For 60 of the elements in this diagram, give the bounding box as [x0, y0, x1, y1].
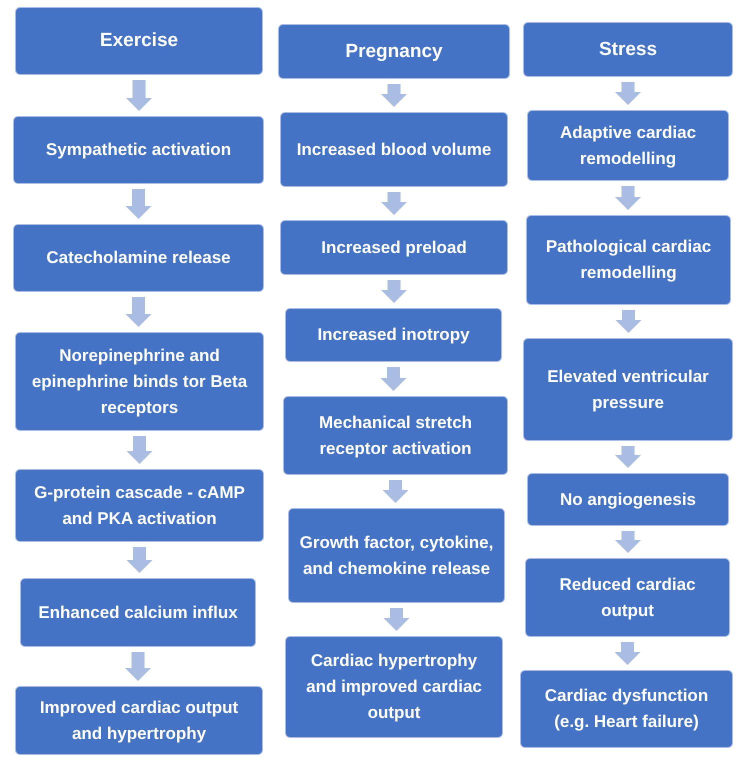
step-text: Growth factor, cytokine, and chemokine release	[298, 532, 494, 580]
arrow	[125, 652, 151, 681]
arrow	[615, 446, 641, 468]
header-box	[278, 24, 510, 79]
arrow	[126, 297, 152, 327]
step-text: Cardiac dysfunction (e.g. Heart failure)	[544, 685, 710, 733]
process-box	[285, 636, 503, 738]
process-box	[13, 224, 264, 292]
step-text: Mechanical stretch receptor activation	[318, 412, 474, 460]
step-text: Cardiac hypertrophy and improved cardiac output	[305, 650, 483, 724]
process-box	[15, 332, 264, 431]
step-text: G-protein cascade - cAMP and PKA activation	[33, 482, 246, 530]
arrow	[382, 480, 408, 503]
step-text: Increased inotropy	[317, 324, 470, 346]
arrow	[126, 189, 152, 219]
process-box	[20, 578, 256, 647]
arrow	[381, 84, 407, 107]
heading-text: Pregnancy	[345, 40, 443, 64]
arrow	[380, 367, 406, 391]
process-box	[15, 469, 264, 542]
arrow	[614, 642, 640, 665]
process-box	[526, 215, 731, 305]
process-box	[285, 308, 502, 362]
step-text: Pathological cardiac remodelling	[544, 236, 712, 284]
step-text: Increased blood volume	[296, 138, 492, 160]
process-box	[520, 670, 733, 748]
process-box	[288, 508, 505, 603]
process-box	[15, 686, 263, 755]
step-text: Increased preload	[321, 236, 467, 258]
process-box	[280, 220, 508, 275]
step-text: Reduced cardiac output	[558, 574, 697, 622]
step-text: Sympathetic activation	[46, 139, 232, 161]
step-text: Elevated ventricular pressure	[546, 366, 710, 414]
arrow	[384, 608, 410, 631]
process-box	[283, 396, 508, 475]
step-text: Norepinephrine and epinephrine binds tor Beta receptors	[30, 344, 248, 418]
arrow	[615, 186, 641, 210]
step-text: Adaptive cardiac remodelling	[558, 122, 698, 170]
process-box	[527, 473, 729, 526]
arrow	[615, 82, 641, 105]
header-box	[523, 22, 733, 77]
process-box	[527, 110, 729, 181]
arrow	[616, 310, 642, 333]
arrow	[381, 192, 407, 215]
step-text: Improved cardiac output and hypertrophy	[38, 696, 240, 744]
heading-text: Stress	[598, 38, 658, 62]
process-box	[525, 558, 730, 637]
arrow	[381, 280, 407, 303]
arrow	[126, 547, 152, 573]
process-box	[13, 116, 264, 184]
step-text: No angiogenesis	[560, 488, 696, 511]
heading-text: Exercise	[100, 29, 178, 53]
process-box	[280, 112, 508, 187]
arrow	[615, 531, 641, 553]
arrow	[126, 436, 152, 464]
arrow	[126, 80, 152, 111]
step-text: Catecholamine release	[46, 247, 231, 269]
header-box	[15, 7, 263, 75]
step-text: Enhanced calcium influx	[38, 602, 238, 624]
process-box	[523, 338, 733, 441]
